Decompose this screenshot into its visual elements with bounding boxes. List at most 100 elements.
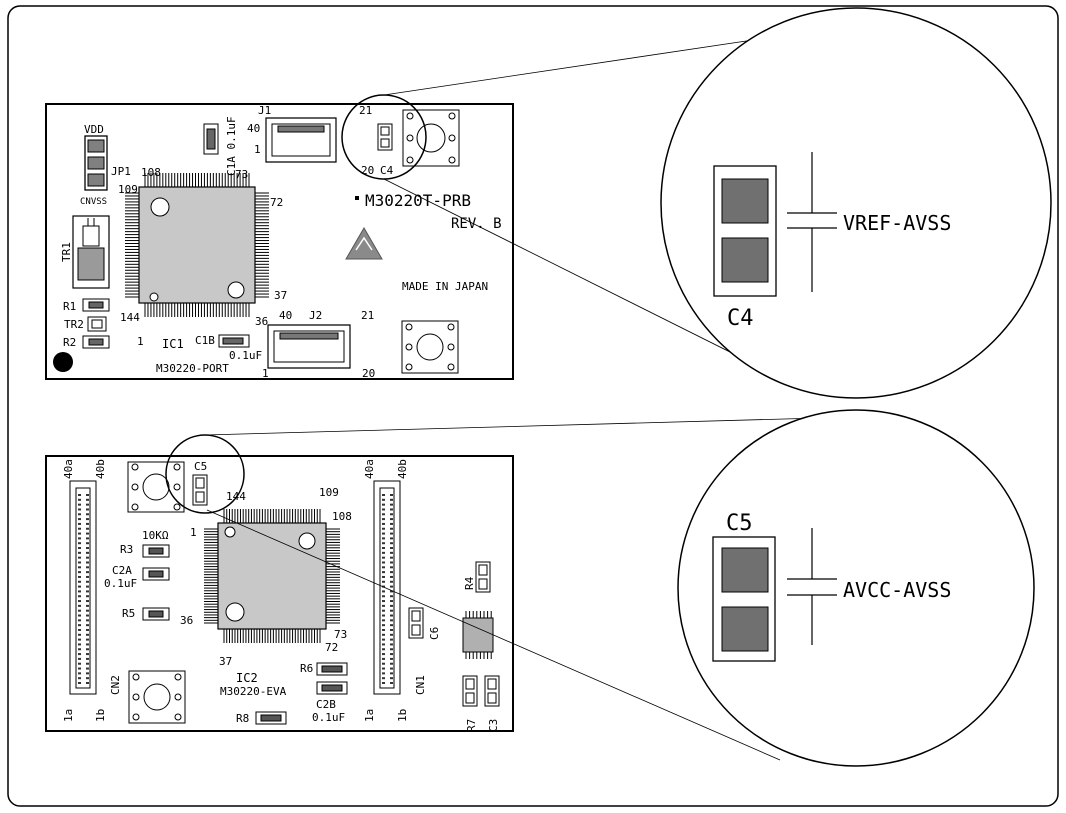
c1b-label: C1B [195, 334, 215, 347]
connector-pin [382, 677, 385, 680]
jp1-label: JP1 [111, 165, 131, 178]
board-2-eva: 40a 40b CN2 1a 1b C5 144 1 [45, 434, 514, 732]
tr2-label: TR2 [64, 318, 84, 331]
j1-pin1: 1 [254, 143, 261, 156]
connector-pin [382, 575, 385, 578]
switch-top-1 [402, 109, 460, 167]
r1-label: R1 [63, 300, 76, 313]
connector-pin [382, 518, 385, 521]
connector-pin [78, 561, 81, 564]
switch-top-2 [401, 320, 459, 374]
cn1-1a: 1a [363, 709, 376, 722]
j1-pin40: 40 [247, 122, 260, 135]
board-1-port: VDD JP1 CNVSS TR1 R1 TR2 R2 C1A 0.1uF [45, 94, 514, 380]
connector-pin [86, 609, 89, 612]
connector-pin [390, 619, 393, 622]
connector-pin [390, 653, 393, 656]
j2-pin20: 20 [362, 367, 375, 380]
ic1-chip [138, 186, 256, 304]
vdd-label: VDD [84, 123, 104, 136]
connector-pin [78, 503, 81, 506]
c3-label: C3 [487, 719, 500, 732]
connector-pin [86, 677, 89, 680]
connector-pin [86, 590, 89, 593]
c2b-value: 0.1uF [312, 711, 345, 724]
connector-pin [86, 600, 89, 603]
cnvss-label: CNVSS [80, 197, 107, 207]
connector-pin [390, 527, 393, 530]
connector-pin [86, 561, 89, 564]
j2-label: J2 [309, 309, 322, 322]
connector-pin [390, 566, 393, 569]
ic1-pin108: 108 [141, 166, 161, 179]
connector-pin [78, 643, 81, 646]
connector-pin [86, 580, 89, 583]
connector-pin [78, 682, 81, 684]
connector-pin [86, 614, 89, 617]
connector-pin [390, 585, 393, 588]
connector-pin [390, 648, 393, 651]
zoom-c5-net: AVCC-AVSS [843, 578, 951, 602]
connector-pin [86, 628, 89, 631]
c1b-value: 0.1uF [229, 349, 262, 362]
connector-pin [382, 532, 385, 535]
connector-pin [86, 672, 89, 675]
connector-pin [382, 662, 385, 665]
connector-pin [382, 643, 385, 646]
r5-label: R5 [122, 607, 135, 620]
connector-pin [390, 494, 393, 496]
r2-label: R2 [63, 336, 76, 349]
zoom-c4-net: VREF-AVSS [843, 211, 951, 235]
connector-pin [382, 638, 385, 641]
connector-pin [78, 498, 81, 501]
ic1-pins [125, 173, 269, 317]
connector-pin [78, 494, 81, 496]
connector-pin [78, 513, 81, 516]
j2-pin21: 21 [361, 309, 374, 322]
connector-pin [390, 518, 393, 521]
cn1-40b: 40b [396, 459, 409, 479]
connector-pin [86, 662, 89, 665]
soic-chip [462, 611, 494, 659]
connector-pin [390, 624, 393, 627]
connector-pin [390, 595, 393, 598]
connector-pin [86, 638, 89, 641]
connector-pin [86, 532, 89, 535]
c6-label: C6 [428, 627, 441, 640]
connector-pin [390, 571, 393, 574]
esd-warning-icon [345, 227, 383, 260]
connector-pin [382, 498, 385, 501]
ic2-pin144: 144 [226, 490, 246, 503]
ic1-pin1: 1 [137, 335, 144, 348]
connector-pin [86, 551, 89, 554]
connector-pin [382, 648, 385, 651]
connector-pin [390, 551, 393, 554]
cn2-1a: 1a [62, 709, 75, 722]
connector-pin [382, 503, 385, 506]
connector-pin [86, 503, 89, 506]
connector-pin [390, 508, 393, 511]
ic1-pin144: 144 [120, 311, 140, 324]
connector-pin [78, 633, 81, 636]
connector-pin [78, 667, 81, 670]
connector-pin [382, 624, 385, 627]
cn2-1b: 1b [94, 709, 107, 722]
zoom-c4-part: C4 [727, 306, 754, 331]
ic2-pins [204, 509, 340, 643]
connector-pin [86, 682, 89, 684]
connector-pin [86, 513, 89, 516]
connector-pin [382, 614, 385, 617]
connector-pin [86, 575, 89, 578]
ic2-pin108: 108 [332, 510, 352, 523]
connector-pin [382, 551, 385, 554]
connector-pin [86, 518, 89, 521]
ic1-pin37: 37 [274, 289, 287, 302]
connector-pin [86, 508, 89, 511]
callout-line-1b [383, 178, 779, 377]
connector-pin [382, 653, 385, 656]
connector-pin [78, 662, 81, 665]
c2a-label: C2A [112, 564, 132, 577]
connector-pin [78, 556, 81, 559]
